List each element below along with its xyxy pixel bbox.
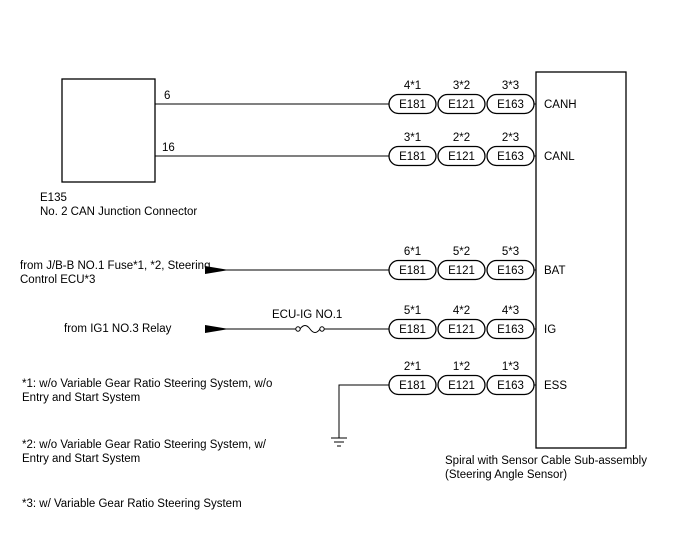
connector-label: E181 — [399, 324, 426, 336]
pin-label: 2*1 — [404, 361, 421, 373]
pin-label: 5*1 — [404, 305, 421, 317]
pin-label: 1*2 — [453, 361, 470, 373]
connector-label: E121 — [448, 99, 475, 111]
junction-pin-16-label: 16 — [162, 142, 175, 154]
pin-label: 5*3 — [502, 246, 519, 258]
pin-label: 4*2 — [453, 305, 470, 317]
connector-label: E181 — [399, 265, 426, 277]
pin-label: 3*2 — [453, 80, 470, 92]
junction-id: E135 — [40, 192, 67, 204]
connector-label: E121 — [448, 151, 475, 163]
connector-label: E121 — [448, 324, 475, 336]
pin-label: 1*3 — [502, 361, 519, 373]
connector-label: E181 — [399, 99, 426, 111]
junction-pin-6-label: 6 — [164, 90, 170, 102]
connector-label: E163 — [497, 265, 524, 277]
arrow-ig — [205, 325, 229, 333]
pin-label: 4*3 — [502, 305, 519, 317]
fuse-icon — [295, 325, 325, 333]
connector-canh-e121 — [437, 93, 486, 115]
connector-canl-e181 — [388, 145, 437, 167]
sub-assembly-name: Spiral with Sensor Cable Sub-assembly — [445, 455, 647, 467]
connector-bat-e121 — [437, 259, 486, 281]
connector-ig-e121 — [437, 318, 486, 340]
connector-label: E181 — [399, 151, 426, 163]
connector-ig-e181 — [388, 318, 437, 340]
pin-label: 2*2 — [453, 132, 470, 144]
sub-assembly-box — [535, 71, 627, 449]
ig-source-label: from IG1 NO.3 Relay — [64, 323, 172, 335]
connector-label: E163 — [497, 99, 524, 111]
connector-label: E121 — [448, 265, 475, 277]
connector-canh-e181 — [388, 93, 437, 115]
ground-icon — [331, 437, 347, 447]
signal-label-canl: CANL — [544, 151, 575, 163]
wire-ess — [338, 384, 389, 438]
signal-label-ess: ESS — [544, 380, 567, 392]
note-3-line1: *3: w/ Variable Gear Ratio Steering Syst… — [22, 498, 242, 510]
connector-bat-e181 — [388, 259, 437, 281]
bat-source-line2: Control ECU*3 — [20, 274, 95, 286]
note-1-line2: Entry and Start System — [22, 392, 140, 404]
signal-label-ig: IG — [544, 324, 556, 336]
signal-label-canh: CANH — [544, 99, 577, 111]
junction-connector-box — [61, 78, 156, 183]
connector-label: E163 — [497, 324, 524, 336]
fuse-label: ECU-IG NO.1 — [272, 309, 342, 321]
connector-label: E163 — [497, 380, 524, 392]
connector-rows: E1814*1E1213*2E1633*3CANHE1813*1E1212*2E… — [388, 80, 577, 396]
pin-label: 4*1 — [404, 80, 421, 92]
connector-label: E121 — [448, 380, 475, 392]
pin-label: 3*3 — [502, 80, 519, 92]
connector-label: E181 — [399, 380, 426, 392]
junction-name: No. 2 CAN Junction Connector — [40, 206, 197, 218]
note-2-line2: Entry and Start System — [22, 453, 140, 465]
connector-ess-e181 — [388, 374, 437, 396]
pin-label: 6*1 — [404, 246, 421, 258]
signal-label-bat: BAT — [544, 265, 566, 277]
connector-ess-e121 — [437, 374, 486, 396]
connector-canl-e121 — [437, 145, 486, 167]
pin-label: 3*1 — [404, 132, 421, 144]
arrow-bat — [205, 266, 229, 274]
pin-label: 2*3 — [502, 132, 519, 144]
bat-source-line1: from J/B-B NO.1 Fuse*1, *2, Steering — [20, 260, 210, 272]
sub-assembly-subtitle: (Steering Angle Sensor) — [445, 469, 567, 481]
note-2-line1: *2: w/o Variable Gear Ratio Steering Sys… — [22, 439, 267, 451]
connector-label: E163 — [497, 151, 524, 163]
note-1-line1: *1: w/o Variable Gear Ratio Steering Sys… — [22, 378, 272, 390]
pin-label: 5*2 — [453, 246, 470, 258]
